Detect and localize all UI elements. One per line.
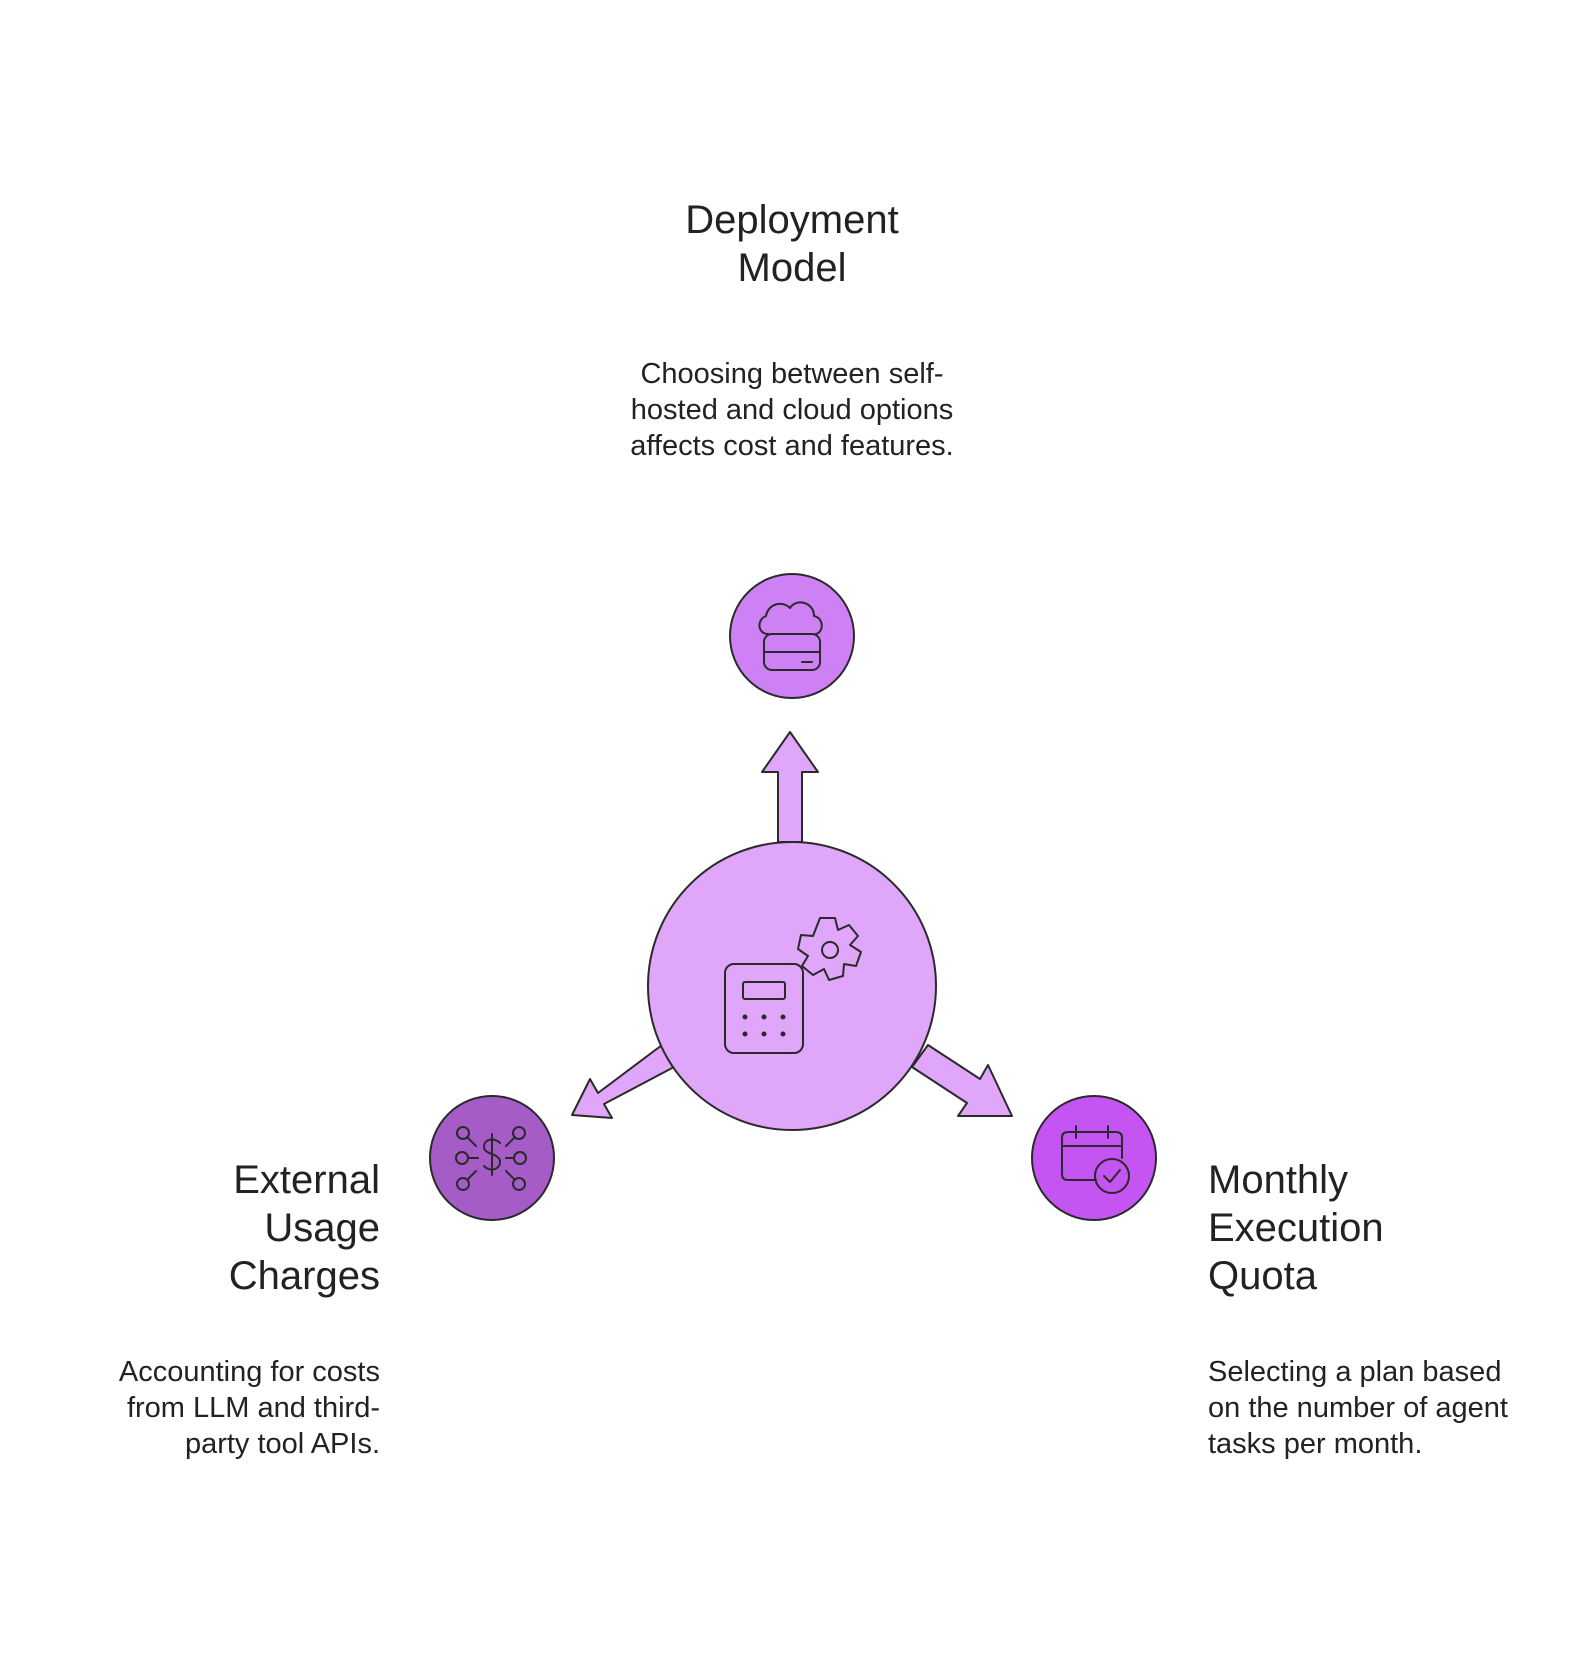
cloud-server-icon <box>758 601 823 671</box>
deployment-title: Deployment Model <box>685 198 899 290</box>
monthly-title: Monthly Execution Quota <box>1208 1158 1384 1298</box>
external-title: External Usage Charges <box>228 1158 380 1298</box>
calculator-gear-icon <box>724 917 862 1054</box>
calendar-check-icon <box>1061 1125 1130 1194</box>
monthly-description: Selecting a plan based on the number of … <box>1208 1356 1508 1460</box>
deployment-node-circle <box>729 573 855 699</box>
arrow-up <box>761 731 819 843</box>
center-circle <box>647 841 937 1131</box>
arrow-down-left <box>571 1044 675 1119</box>
external-description: Accounting for costs from LLM and third-… <box>118 1356 380 1460</box>
arrow-down-right <box>911 1044 1013 1117</box>
deployment-description: Choosing between self- hosted and cloud … <box>630 358 954 462</box>
dollar-network-icon <box>455 1126 527 1191</box>
monthly-node-circle <box>1031 1095 1157 1221</box>
